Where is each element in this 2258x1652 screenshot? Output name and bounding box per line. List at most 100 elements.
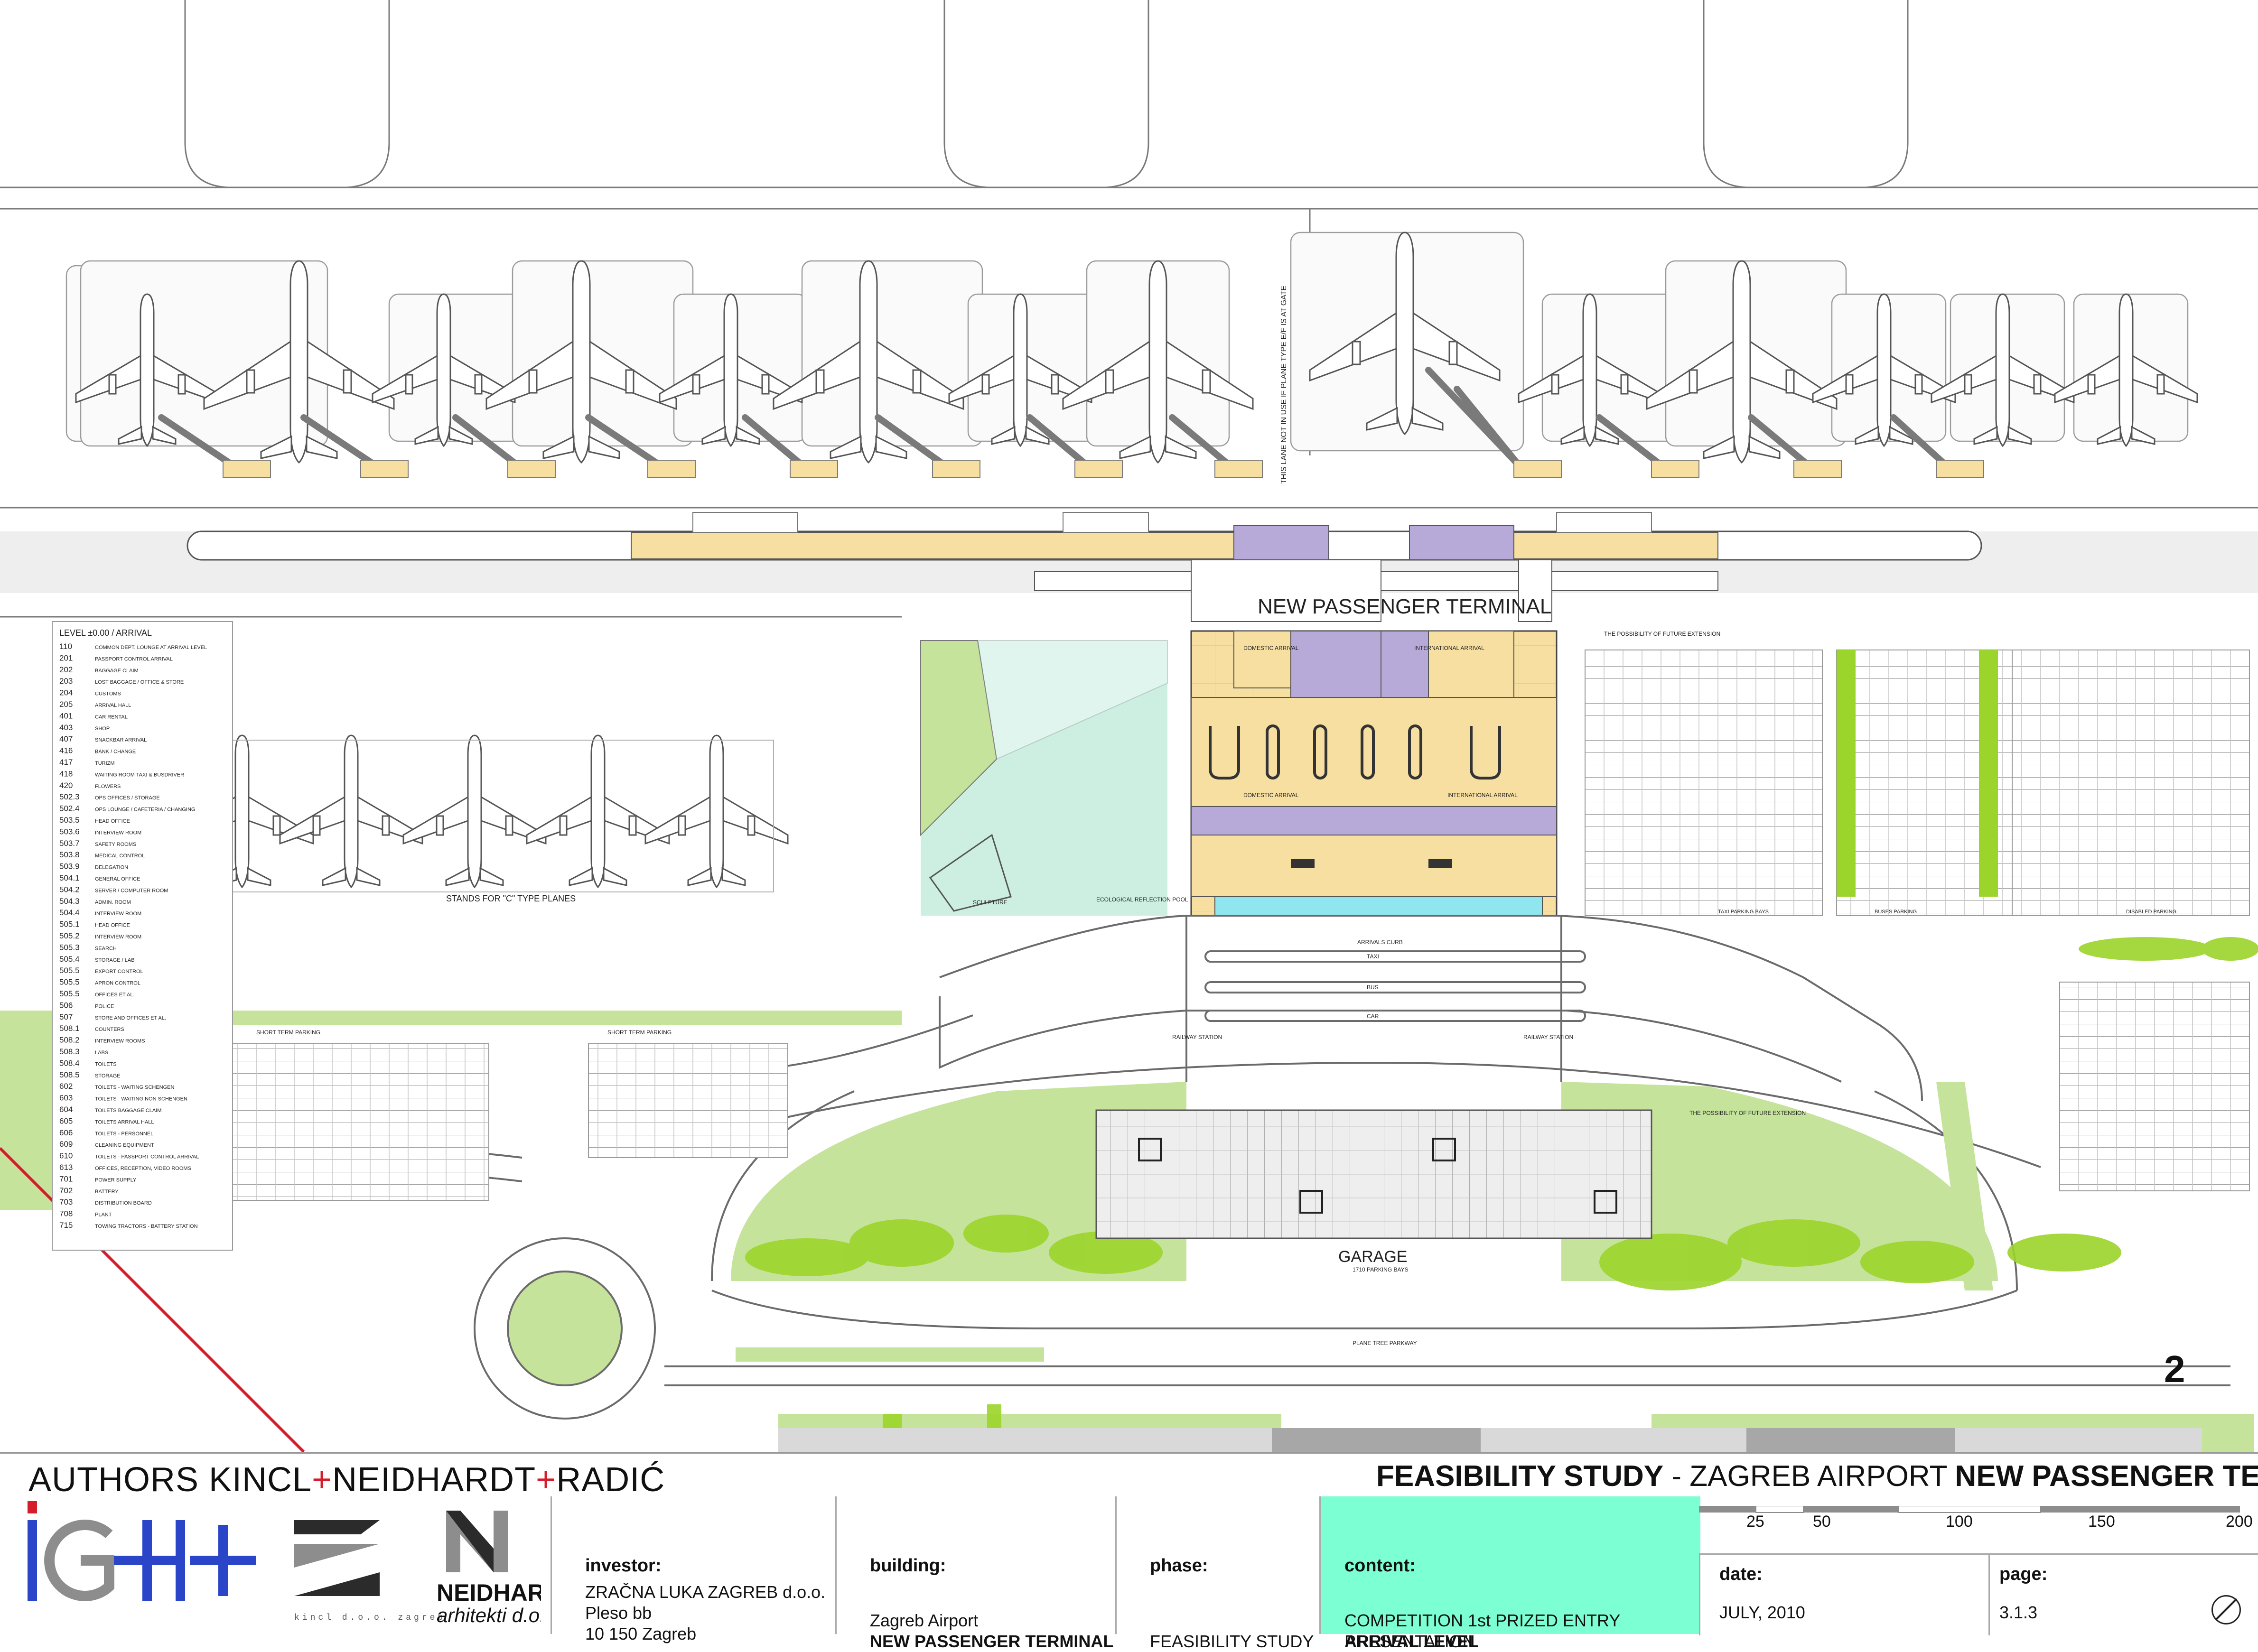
phase-label: phase: — [1150, 1556, 1208, 1576]
bottom-buildings — [778, 1428, 2202, 1452]
legend-code: 417 — [59, 758, 73, 767]
site-boundary-line — [0, 1147, 305, 1452]
legend-description: ARRIVAL HALL — [95, 703, 131, 708]
legend-description: INTERVIEW ROOM — [95, 934, 141, 940]
legend-code: 505.5 — [59, 989, 80, 998]
legend-code: 701 — [59, 1174, 73, 1183]
legend-description: SHOP — [95, 726, 110, 732]
legend-title: LEVEL ±0.00 / ARRIVAL — [59, 628, 152, 638]
content-cell: content: COMPETITION 1st PRIZED ENTRY PR… — [1319, 1496, 1700, 1651]
future-extension-label-1: THE POSSIBILITY OF FUTURE EXTENSION — [1604, 631, 1720, 637]
international-arrival-label-1: INTERNATIONAL ARRIVAL — [1414, 645, 1484, 651]
author-logos: kincl d.o.o. zagreb NEIDHARDT arhitekti … — [28, 1501, 541, 1626]
legend-description: GENERAL OFFICE — [95, 876, 140, 882]
bus-lane-label: BUS — [1367, 984, 1379, 991]
investor-line-1: ZRAČNA LUKA ZAGREB d.o.o. — [585, 1582, 826, 1602]
legend-code: 503.6 — [59, 827, 80, 836]
international-arrival-label-2: INTERNATIONAL ARRIVAL — [1447, 792, 1518, 798]
legend-code: 702 — [59, 1186, 73, 1195]
future-extension-label-2: THE POSSIBILITY OF FUTURE EXTENSION — [1689, 1110, 1806, 1116]
legend-description: HEAD OFFICE — [95, 818, 130, 824]
legend-code: 508.1 — [59, 1024, 80, 1033]
legend-code: 204 — [59, 688, 73, 697]
legend-code: 708 — [59, 1209, 73, 1218]
legend-description: EXPORT CONTROL — [95, 969, 143, 974]
legend-description: CLEANING EQUIPMENT — [95, 1142, 154, 1148]
domestic-arrival-label-2: DOMESTIC ARRIVAL — [1243, 792, 1299, 798]
legend-description: TOILETS - PASSPORT CONTROL ARRIVAL — [95, 1154, 199, 1160]
legend-code: 401 — [59, 711, 73, 720]
site-plan: STANDS FOR "C" TYPE PLANES — [0, 0, 2258, 1452]
sheet-number: 2 — [2164, 1348, 2185, 1390]
page-label: page: — [1999, 1564, 2048, 1584]
building-cell: building: Zagreb Airport NEW PASSENGER T… — [835, 1496, 1117, 1651]
neidhardt-logo-sub: arhitekti d.o.o. — [437, 1604, 541, 1626]
taxi-parking-label: TAXI PARKING BAYS — [1718, 909, 1769, 915]
legend-code: 205 — [59, 700, 73, 709]
legend-description: TOILETS ARRIVAL HALL — [95, 1119, 154, 1125]
plus-sign-2: + — [536, 1461, 557, 1499]
date-label: date: — [1719, 1564, 1763, 1584]
arrivals-curb-label: ARRIVALS CURB — [1357, 939, 1403, 946]
legend-description: TOILETS - WAITING NON SCHENGEN — [95, 1096, 187, 1102]
legend-description: TOILETS - PERSONNEL — [95, 1131, 153, 1137]
north-arrow-icon — [2211, 1595, 2241, 1624]
legend-description: OFFICES, RECEPTION, VIDEO ROOMS — [95, 1166, 191, 1171]
short-term-parking-label-2: SHORT TERM PARKING — [607, 1029, 672, 1036]
legend-code: 505.2 — [59, 931, 80, 940]
railway-station-label-1: RAILWAY STATION — [1172, 1034, 1222, 1040]
legend-description: TOWING TRACTORS - BATTERY STATION — [95, 1224, 198, 1229]
legend-code: 416 — [59, 746, 73, 755]
legend-description: STORE AND OFFICES ET AL. — [95, 1015, 166, 1021]
title-terminal: NEW PASSENGER TERMINAL — [1955, 1460, 2258, 1493]
plane-tree-parkway-label: PLANE TREE PARKWAY — [1353, 1340, 1417, 1346]
author-radic: RADIĆ — [556, 1461, 665, 1499]
kincl-logo: kincl d.o.o. zagreb — [294, 1520, 443, 1623]
legend-description: CAR RENTAL — [95, 714, 128, 720]
investor-line-3: 10 150 Zagreb — [585, 1624, 697, 1643]
legend-code: 201 — [59, 653, 73, 662]
legend-description: DELEGATION — [95, 865, 128, 871]
title-feasibility: FEASIBILITY STUDY — [1376, 1460, 1664, 1493]
apron-stands — [65, 232, 2189, 452]
legend-description: OPS OFFICES / STORAGE — [95, 795, 160, 801]
igh-logo — [28, 1501, 256, 1601]
legend-code: 602 — [59, 1082, 73, 1091]
jet-bridges — [158, 367, 1949, 468]
legend-description: SEARCH — [95, 946, 117, 951]
legend-description: WAITING ROOM TAXI & BUSDRIVER — [95, 772, 184, 778]
scale-label-200: 200 — [2226, 1513, 2253, 1531]
c-type-stand-planes — [170, 734, 789, 892]
legend-description: ADMIN. ROOM — [95, 900, 131, 905]
scale-label-150: 150 — [2088, 1513, 2115, 1531]
railway-station-label-2: RAILWAY STATION — [1523, 1034, 1573, 1040]
terminal-label: NEW PASSENGER TERMINAL — [1258, 595, 1551, 618]
legend-code: 605 — [59, 1116, 73, 1125]
legend-description: DISTRIBUTION BOARD — [95, 1200, 152, 1206]
authors-line: AUTHORS KINCL+NEIDHARDT+RADIĆ — [28, 1460, 665, 1499]
legend-description: TOILETS BAGGAGE CLAIM — [95, 1108, 161, 1114]
legend-code: 202 — [59, 665, 73, 674]
tree-clusters — [745, 937, 2258, 1452]
title-airport: - ZAGREB AIRPORT — [1663, 1460, 1955, 1493]
legend-code: 606 — [59, 1128, 73, 1137]
page-value: 3.1.3 — [1999, 1603, 2038, 1622]
legend-code: 603 — [59, 1094, 73, 1103]
building-label: building: — [870, 1556, 946, 1576]
legend-code: 502.4 — [59, 804, 80, 813]
legend-code: 502.3 — [59, 792, 80, 801]
garage-sub-label: 1710 PARKING BAYS — [1353, 1266, 1409, 1273]
garage — [1095, 1109, 1652, 1239]
legend-code: 508.3 — [59, 1047, 80, 1056]
neidhardt-logo: NEIDHARDT arhitekti d.o.o. — [437, 1511, 541, 1626]
legend-description: LABS — [95, 1050, 108, 1056]
legend-description: SNACKBAR ARRIVAL — [95, 737, 147, 743]
legend-description: SAFETY ROOMS — [95, 842, 136, 847]
legend-code: 420 — [59, 781, 73, 790]
short-term-parking-label-1: SHORT TERM PARKING — [256, 1029, 320, 1036]
buses-parking-label: BUSES PARKING — [1875, 909, 1917, 915]
legend-code: 505.3 — [59, 943, 80, 952]
legend-code: 503.9 — [59, 862, 80, 871]
